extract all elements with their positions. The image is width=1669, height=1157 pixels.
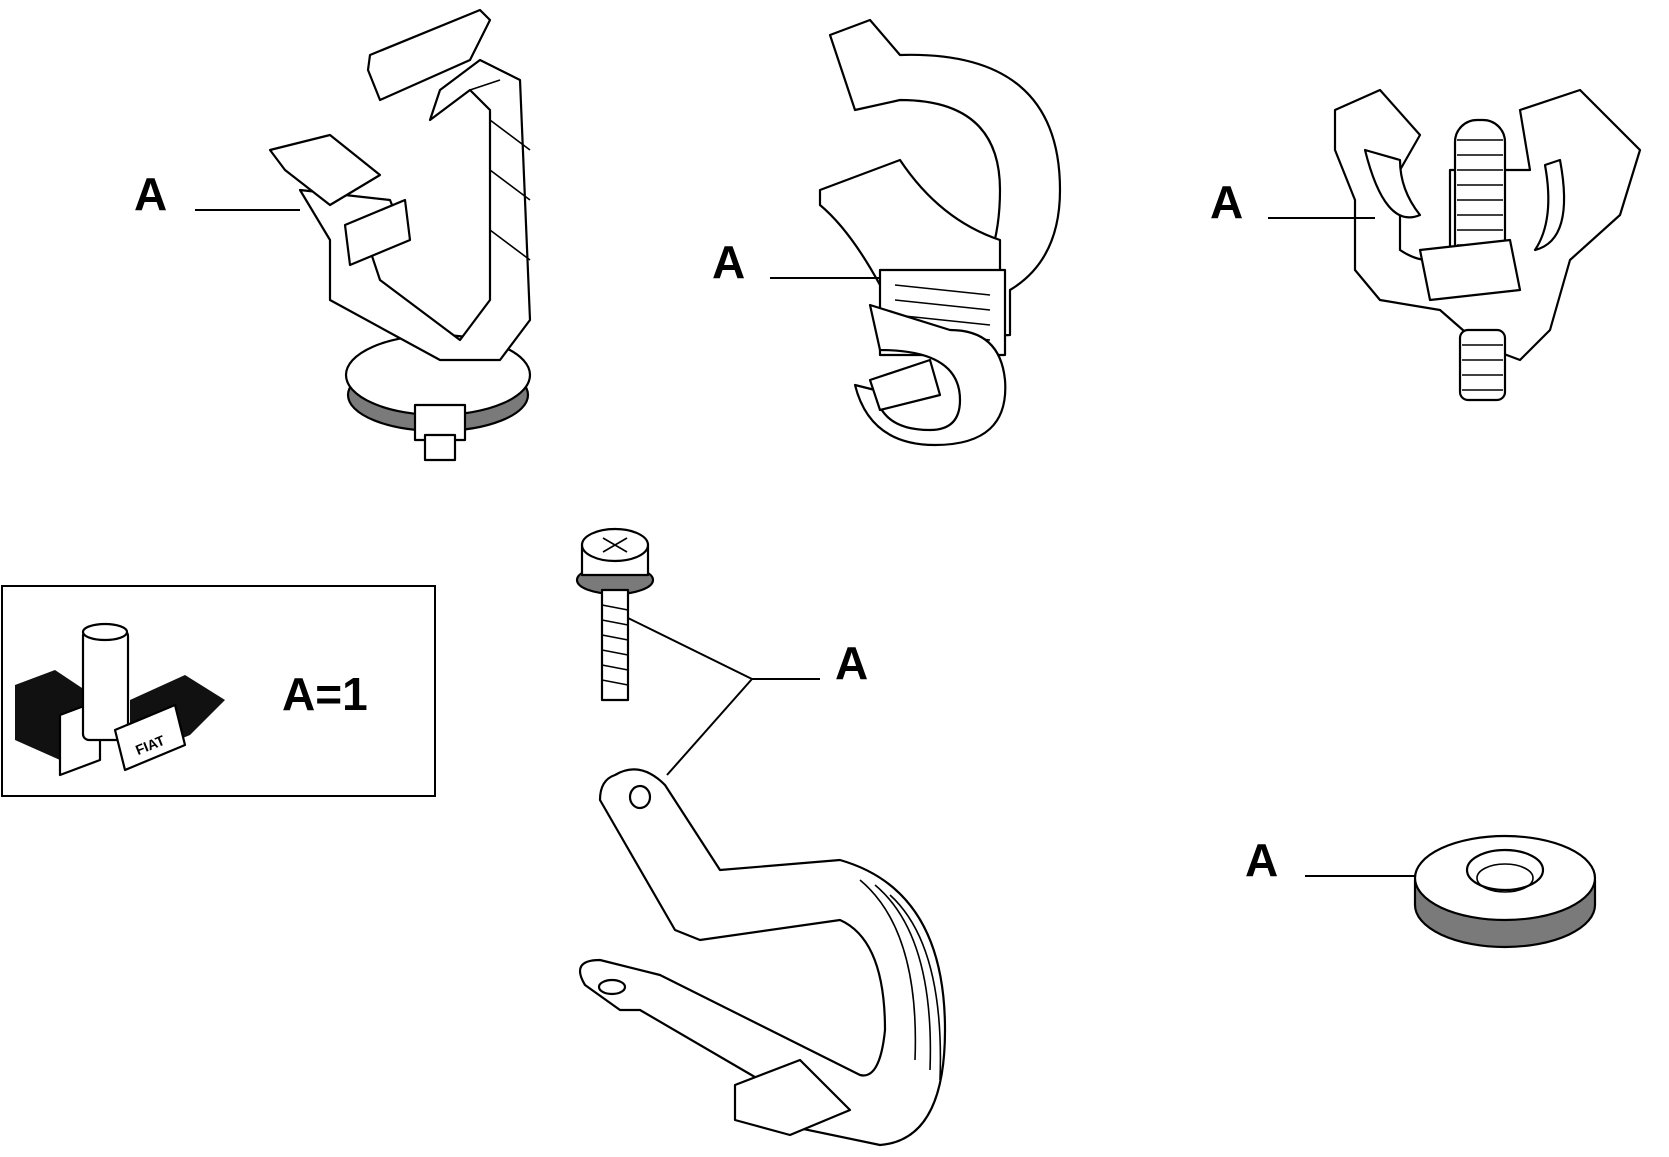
clip-2-upper-ring [828,18,1062,342]
clip-1-stud-tip [423,433,457,462]
washer-drawing [1413,834,1597,949]
clip-1-ribs [469,79,531,261]
fiat-kit-icon: FIAT [15,622,225,777]
clip-3-drawing [1333,88,1642,402]
washer-label: A [1245,834,1278,886]
clip-2-lower-lip [868,358,942,412]
p-clamp-body [578,768,947,1147]
clip-1-side-tab [268,133,382,207]
clip-3-stud-lower [1458,328,1507,402]
screw-thread [601,604,629,686]
clamp-leader [666,678,753,776]
p-clamp-lower-hole [597,978,627,996]
p-clamp-ribs [859,879,942,1081]
clip-2-drawing [818,18,1062,447]
kit-canister [81,628,130,742]
clip-1-label: A [134,168,167,220]
clip-2-lower-ring [853,303,1007,447]
kit-box-right-face [113,703,187,772]
screw-leader [627,617,820,680]
screw-cross-icon [602,537,628,553]
legend-quantity: A=1 [282,668,368,720]
clip-3-stud-thread-lower [1462,344,1503,391]
screw-clamp-drawing [575,527,947,1147]
clip-2-bridge-slots [894,284,991,341]
washer-hole [1465,848,1545,892]
kit-canister-top [81,622,129,642]
screw-clamp-label: A [835,637,868,689]
clip-3-stud-thread-upper [1457,139,1503,246]
p-clamp-end-block [733,1058,852,1137]
clip-3-label: A [1210,176,1243,228]
washer-hole-inner [1476,863,1534,893]
p-clamp-upper-hole [628,784,652,810]
screw-shank [600,588,630,702]
clip-1-drawing [268,8,532,462]
clip-2-label: A [712,236,745,288]
clip-3-cross-plate [1418,238,1522,302]
clip-2-upper-lip [818,158,1002,292]
clip-3-right-jaw [1533,158,1566,252]
clip-1-body [298,58,532,362]
clip-1-inner-tab [343,198,412,267]
clip-1-top-tab [366,8,492,102]
clip-3-left-jaw [1363,148,1422,219]
legend-box: FIAT A=1 [1,585,436,797]
